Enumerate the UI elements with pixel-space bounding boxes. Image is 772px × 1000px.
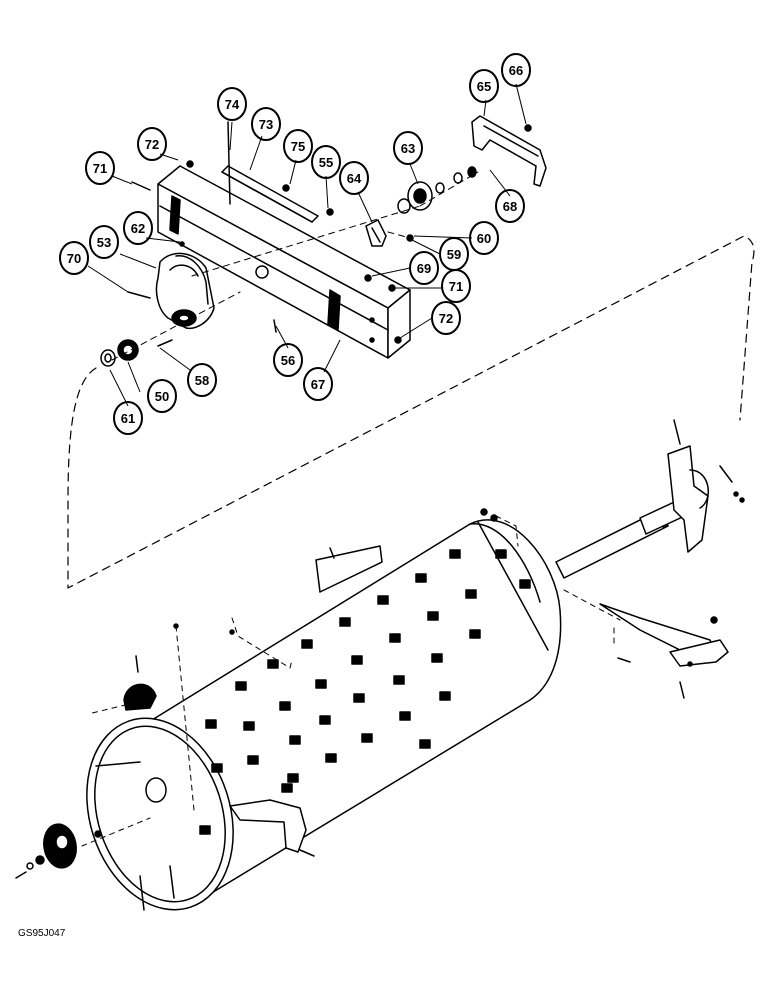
callout-73: 73 [251, 107, 281, 141]
callout-label: 73 [259, 117, 273, 132]
callout-label: 72 [439, 311, 453, 326]
callout-70: 70 [59, 241, 89, 275]
callout-label: 66 [509, 63, 523, 78]
callout-bubble [283, 129, 313, 163]
callout-bubble [273, 343, 303, 377]
callout-label: 70 [67, 251, 81, 266]
callout-label: 75 [291, 139, 305, 154]
strap-plate [221, 165, 319, 223]
callout-bubble [251, 107, 281, 141]
bracket-65 [471, 115, 547, 187]
callout-74: 74 [217, 87, 247, 121]
leader-lines [87, 83, 527, 407]
callout-bubble [339, 161, 369, 195]
callout-layer: 74 73 72 71 75 55 64 63 65 66 68 62 53 70 60 59 69 71 72 56… [59, 53, 531, 435]
callout-60: 60 [469, 221, 499, 255]
callout-bubble [123, 211, 153, 245]
callout-label: 62 [131, 221, 145, 236]
callout-59: 59 [439, 237, 469, 271]
callout-bubble [137, 127, 167, 161]
callout-label: 53 [97, 235, 111, 250]
cross-beam [157, 165, 411, 359]
callout-bubble [187, 363, 217, 397]
callout-label: 64 [347, 171, 362, 186]
callout-58: 58 [187, 363, 217, 397]
callout-bubble [495, 189, 525, 223]
callout-bubble [85, 151, 115, 185]
lower-centerlines [81, 515, 621, 847]
callout-72: 72 [431, 301, 461, 335]
bearing-housing [155, 252, 215, 330]
callout-bubble [89, 225, 119, 259]
bracket-64 [365, 219, 387, 247]
callout-bubble [303, 367, 333, 401]
dashed-loop [67, 235, 755, 589]
callout-label: 58 [195, 373, 209, 388]
callout-label: 71 [449, 279, 463, 294]
callout-71: 71 [441, 269, 471, 303]
callout-bubble [217, 87, 247, 121]
drum [86, 519, 562, 911]
callout-62: 62 [123, 211, 153, 245]
bearing-50 [117, 339, 139, 361]
callout-55: 55 [311, 145, 341, 179]
callout-bubble [441, 269, 471, 303]
callout-bubble [147, 379, 177, 413]
callout-label: 61 [121, 411, 135, 426]
callout-label: 55 [319, 155, 333, 170]
upper-centerlines [111, 171, 479, 361]
callout-63: 63 [393, 131, 423, 165]
bearing-63 [397, 166, 477, 214]
callout-61: 61 [113, 401, 143, 435]
callout-71: 71 [85, 151, 115, 185]
callout-label: 65 [477, 79, 491, 94]
callout-bubble [113, 401, 143, 435]
callout-label: 50 [155, 389, 169, 404]
callout-64: 64 [339, 161, 369, 195]
right-straps [599, 603, 729, 699]
upper-hardware [127, 121, 414, 347]
callout-72: 72 [137, 127, 167, 161]
callout-label: 67 [311, 377, 325, 392]
callout-65: 65 [469, 69, 499, 103]
callout-label: 59 [447, 247, 461, 262]
callout-68: 68 [495, 189, 525, 223]
seal-61 [100, 349, 116, 367]
callout-bubble [59, 241, 89, 275]
callout-67: 67 [303, 367, 333, 401]
callout-label: 69 [417, 261, 431, 276]
drive-shaft [555, 419, 745, 579]
callout-66: 66 [501, 53, 531, 87]
callout-69: 69 [409, 251, 439, 285]
lower-left-hardware [123, 508, 498, 857]
callout-75: 75 [283, 129, 313, 163]
callout-label: 60 [477, 231, 491, 246]
callout-bubble [469, 69, 499, 103]
end-hub [15, 823, 102, 879]
callout-50: 50 [147, 379, 177, 413]
callout-label: 63 [401, 141, 415, 156]
callout-label: 71 [93, 161, 107, 176]
callout-label: 74 [225, 97, 240, 112]
callout-label: 68 [503, 199, 517, 214]
callout-label: 72 [145, 137, 159, 152]
figure-code: GS95J047 [18, 928, 66, 939]
callout-53: 53 [89, 225, 119, 259]
callout-56: 56 [273, 343, 303, 377]
callout-label: 56 [281, 353, 295, 368]
callout-bubble [393, 131, 423, 165]
